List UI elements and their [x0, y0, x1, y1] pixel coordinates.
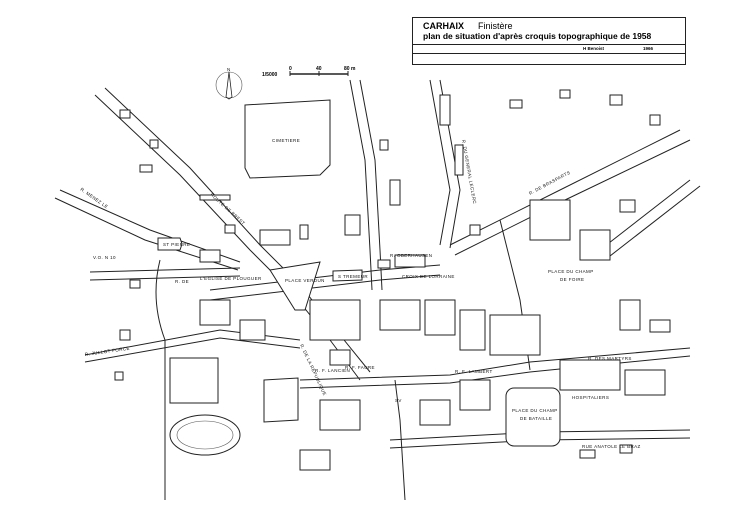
- label-champ-bataille-b: DE BATAILLE: [520, 416, 552, 421]
- label-rue-lancien: R. F. LANCIEN: [315, 368, 350, 373]
- label-place-verdun: PLACE VERDUN: [285, 278, 325, 283]
- label-vo-n10: V.O. N 10: [93, 255, 116, 260]
- map-subtitle: plan de situation d'après croquis topogr…: [423, 31, 652, 41]
- label-rue-plouguer-a: R. DE: [175, 279, 189, 284]
- year: 1966: [643, 46, 654, 51]
- label-croix-lorraine: CROIX DE LORRAINE: [402, 274, 455, 279]
- place-champ-bataille: [505, 387, 561, 447]
- label-rue-le-braz: RUE ANATOLE LE BRAZ: [582, 444, 641, 449]
- sports-field: [169, 357, 219, 404]
- scale-tick-40: 40: [316, 66, 322, 72]
- label-rue-faure: R. F. FAURE: [345, 365, 375, 370]
- label-champ-bataille-a: PLACE DU CHAMP: [512, 408, 558, 413]
- label-champ-foire-a: PLACE DU CHAMP: [548, 269, 594, 274]
- label-oberhausen: R. OBERHAUSEN: [390, 253, 432, 258]
- label-rue-jullot: R. JULLOT FORCE: [84, 346, 130, 357]
- cemetery: [244, 99, 331, 179]
- svg-text:N: N: [227, 67, 231, 72]
- label-hospitaliers: HOSPITALIERS: [572, 395, 609, 400]
- running-track: [169, 414, 241, 456]
- buildings: [114, 89, 671, 471]
- scale-ratio: 1/5000: [262, 72, 278, 78]
- label-rue-menez: R. MENEZ LE: [79, 187, 109, 210]
- school: [263, 377, 299, 423]
- label-champ-foire-b: DE FOIRE: [560, 277, 584, 282]
- label-cemetery: CIMETIERE: [272, 138, 300, 143]
- scale-tick-80: 80 m: [344, 66, 356, 72]
- label-rue-ne: R. DE BRASPARTS: [528, 170, 571, 196]
- label-rue-martyrs: R. DES MARTYRS: [588, 356, 632, 361]
- place-verdun: [269, 261, 321, 311]
- map-labels: CIMETIERE ROUTE DE BREST R. MENEZ LE ST …: [79, 138, 640, 449]
- church-st-tremeur: [332, 269, 363, 282]
- label-sv: SV: [395, 398, 402, 403]
- church-st-pierre: [157, 237, 183, 251]
- author: H Benoist: [583, 46, 605, 51]
- north-arrow-icon: N: [215, 67, 243, 100]
- scale-tick-0: 0: [289, 66, 292, 72]
- label-st-tremeur: S TREMEUR: [338, 274, 368, 279]
- label-st-pierre: ST PIERRE: [163, 242, 190, 247]
- label-rue-lambert: R. E. LAMBERT: [455, 369, 493, 374]
- label-rue-plouguer-b: L'EGLISE DE PLOUGUER: [200, 276, 262, 281]
- scale-bar: [289, 71, 349, 76]
